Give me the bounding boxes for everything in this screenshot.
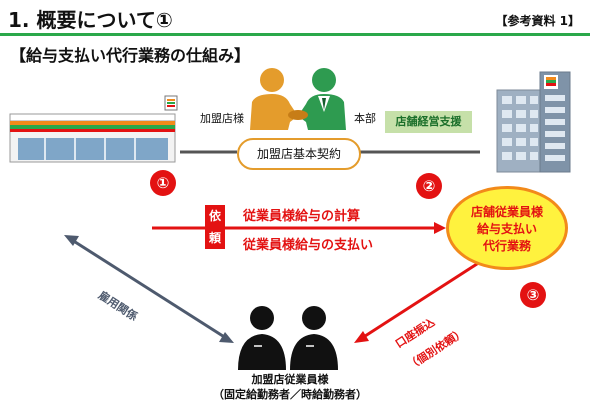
employees-label: 加盟店従業員様 （固定給勤務者／時給勤務者） [180, 372, 400, 402]
bank-transfer-arrow [354, 260, 481, 343]
request-item-calculation: 従業員様給与の計算 [243, 209, 361, 224]
request-badge-line1: 依 [208, 209, 221, 223]
service-line3: 代行業務 [482, 239, 531, 253]
reference-label: 【参考資料 1】 [495, 14, 580, 28]
contract-box: 加盟店基本契約 [237, 138, 361, 170]
step-2-badge: ② [416, 173, 442, 199]
handshake-icon [250, 68, 346, 130]
store-support-label: 店舗経営支援 [385, 111, 472, 133]
employees-label-line2: （固定給勤務者／時給勤務者） [213, 388, 367, 401]
request-arrow [152, 222, 446, 234]
service-line2: 給与支払い [476, 222, 537, 236]
step-1-badge: ① [150, 170, 176, 196]
headquarters-label: 本部 [354, 112, 376, 125]
request-badge-line2: 頼 [208, 231, 221, 245]
franchisee-label: 加盟店様 [200, 112, 244, 125]
request-item-payment: 従業員様給与の支払い [243, 238, 374, 253]
step-3-badge: ③ [520, 282, 546, 308]
request-badge: 依 頼 [205, 205, 225, 249]
title-divider [0, 33, 590, 36]
section-subtitle: 【給与支払い代行業務の仕組み】 [10, 46, 251, 65]
employment-arrow [64, 235, 234, 343]
headquarters-building-icon [496, 71, 571, 173]
page-title: 1. 概要について① [8, 8, 173, 32]
payroll-service-box: 店舗従業員様 給与支払い 代行業務 [446, 186, 568, 270]
employees-label-line1: 加盟店従業員様 [251, 373, 329, 386]
convenience-store-icon [9, 95, 178, 163]
service-line1: 店舗従業員様 [470, 205, 543, 219]
employees-icon [238, 306, 338, 370]
